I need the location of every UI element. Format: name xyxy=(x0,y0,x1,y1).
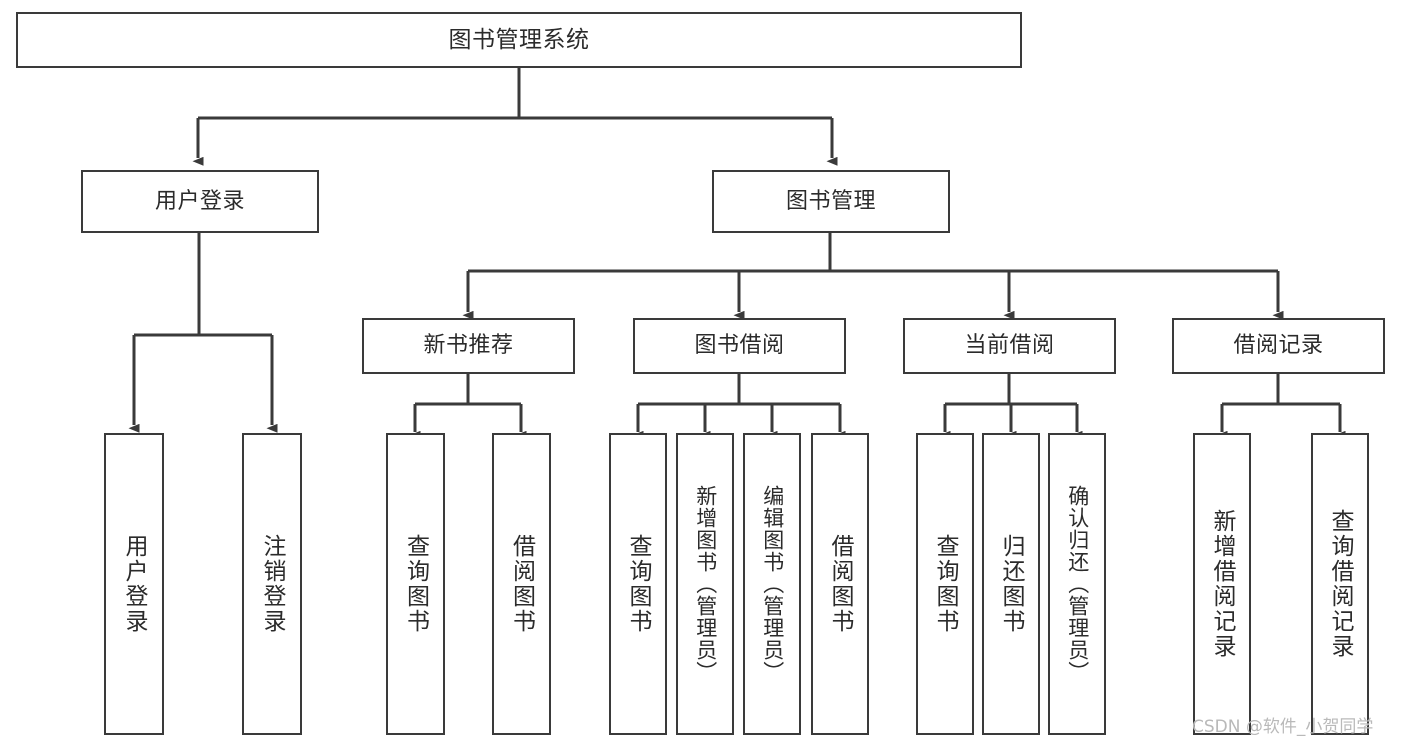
node-label: 查询图书 xyxy=(932,534,959,634)
node-leaf-query-book-1[interactable]: 查询图书 xyxy=(386,433,445,735)
node-label: 查询图书 xyxy=(625,534,652,634)
node-label: 图书借阅 xyxy=(694,333,785,359)
node-user-login[interactable]: 用户登录 xyxy=(81,170,319,233)
node-new-book-recommend[interactable]: 新书推荐 xyxy=(362,318,575,374)
node-label: 查询图书 xyxy=(402,534,429,634)
node-label: 注销登录 xyxy=(259,534,286,634)
node-leaf-user-logout[interactable]: 注销登录 xyxy=(242,433,302,735)
node-leaf-query-book-3[interactable]: 查询图书 xyxy=(916,433,974,735)
node-leaf-query-record[interactable]: 查询借阅记录 xyxy=(1311,433,1369,735)
node-leaf-borrow-book-1[interactable]: 借阅图书 xyxy=(492,433,551,735)
node-label: 借阅记录 xyxy=(1233,333,1324,359)
node-leaf-confirm-return[interactable]: 确认归还（管理员） xyxy=(1048,433,1106,735)
node-label: 借阅图书 xyxy=(508,534,535,634)
node-label: 归还图书 xyxy=(998,534,1025,634)
node-borrow-record[interactable]: 借阅记录 xyxy=(1172,318,1385,374)
node-leaf-query-book-2[interactable]: 查询图书 xyxy=(609,433,667,735)
node-label: 查询借阅记录 xyxy=(1327,509,1354,659)
node-leaf-edit-book[interactable]: 编辑图书（管理员） xyxy=(743,433,801,735)
node-label: 编辑图书（管理员） xyxy=(760,485,785,683)
node-leaf-borrow-book-2[interactable]: 借阅图书 xyxy=(811,433,869,735)
node-label: 图书管理系统 xyxy=(448,26,590,53)
node-book-borrow[interactable]: 图书借阅 xyxy=(633,318,846,374)
node-leaf-add-record[interactable]: 新增借阅记录 xyxy=(1193,433,1251,735)
node-current-borrow[interactable]: 当前借阅 xyxy=(903,318,1116,374)
node-label: 新增借阅记录 xyxy=(1209,509,1236,659)
csdn-watermark: CSDN @软件_小贺同学 xyxy=(1192,717,1374,737)
node-leaf-add-book[interactable]: 新增图书（管理员） xyxy=(676,433,734,735)
node-leaf-user-login[interactable]: 用户登录 xyxy=(104,433,164,735)
node-label: 用户登录 xyxy=(121,534,148,634)
node-label: 图书管理 xyxy=(785,188,876,214)
node-label: 当前借阅 xyxy=(964,333,1055,359)
node-label: 确认归还（管理员） xyxy=(1065,485,1090,683)
node-root-book-management-system[interactable]: 图书管理系统 xyxy=(16,12,1022,68)
node-label: 新增图书（管理员） xyxy=(693,485,718,683)
node-label: 新书推荐 xyxy=(423,333,514,359)
node-leaf-return-book[interactable]: 归还图书 xyxy=(982,433,1040,735)
node-book-management[interactable]: 图书管理 xyxy=(712,170,950,233)
node-label: 用户登录 xyxy=(154,188,245,214)
node-label: 借阅图书 xyxy=(827,534,854,634)
